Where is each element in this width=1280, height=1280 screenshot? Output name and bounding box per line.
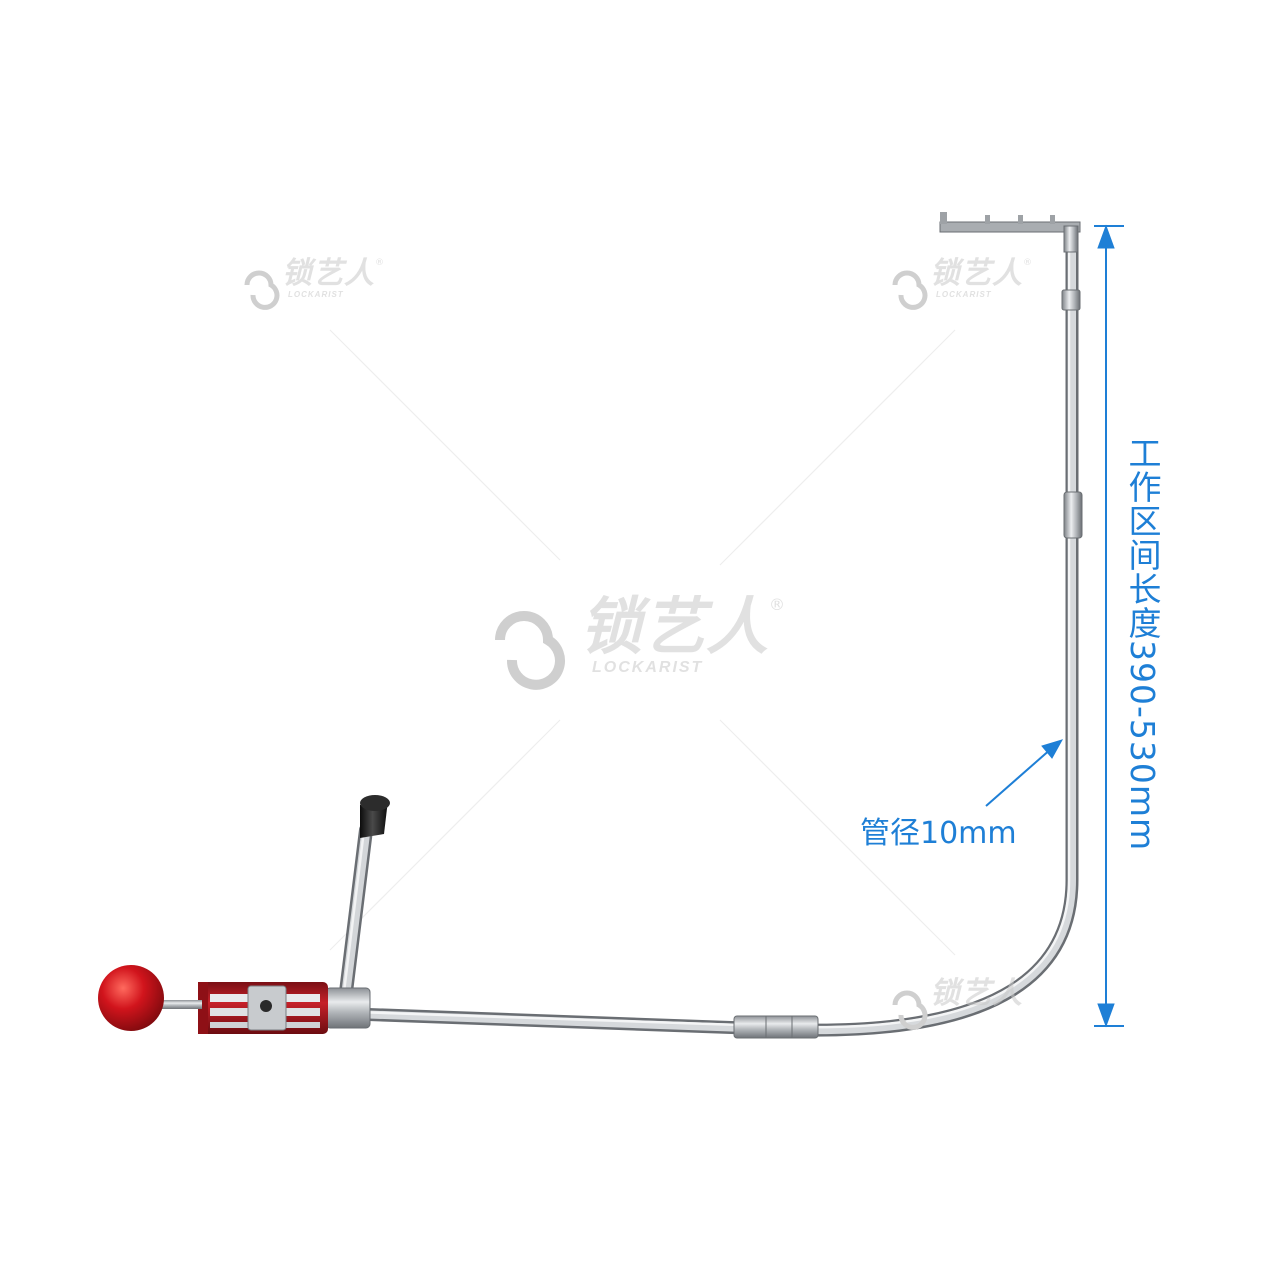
watermark-brand-en: LOCKARIST xyxy=(936,290,992,299)
dimension-arrow xyxy=(1094,224,1124,1028)
hook-head xyxy=(939,212,1081,253)
pipe-diameter-label: 管径10mm xyxy=(860,816,1017,851)
joint-block xyxy=(325,987,371,1029)
tube-coupler-top xyxy=(1061,289,1081,311)
watermark-lines xyxy=(329,329,956,956)
main-tube-highlight xyxy=(354,232,1071,1029)
watermark-brand-en: LOCKARIST xyxy=(288,290,344,299)
tube-coupler xyxy=(733,1015,819,1039)
watermark-brand: 锁艺人 xyxy=(282,256,375,291)
watermark-center: 锁艺人 LOCKARIST ® xyxy=(580,595,785,677)
registered-mark: ® xyxy=(375,258,384,268)
watermark-top-left: 锁艺人 LOCKARIST ® xyxy=(282,256,384,300)
watermark-brand: 锁艺人 xyxy=(580,590,770,663)
working-length-label: 工作区间长度390-530mm xyxy=(1123,436,1162,852)
red-collar xyxy=(198,982,328,1034)
watermark-top-right: 锁艺人 LOCKARIST ® xyxy=(930,256,1032,300)
registered-mark: ® xyxy=(769,595,786,614)
watermark-brand: 锁艺人 xyxy=(930,256,1023,291)
ball-knob-icon xyxy=(98,965,164,1031)
lever-handle xyxy=(338,795,390,1007)
watermark-bottom-right: 锁艺人 xyxy=(930,978,1023,1010)
tube-coupler-vertical xyxy=(1063,491,1083,539)
main-tube xyxy=(351,228,1076,1035)
watermark-brand-en: LOCKARIST xyxy=(592,659,704,676)
registered-mark: ® xyxy=(1023,258,1032,268)
pipe-pointer-arrow xyxy=(985,739,1064,807)
watermark-logo-marks xyxy=(244,270,928,1030)
watermark-brand: 锁艺人 xyxy=(930,976,1023,1011)
knob-stem xyxy=(150,1000,202,1009)
